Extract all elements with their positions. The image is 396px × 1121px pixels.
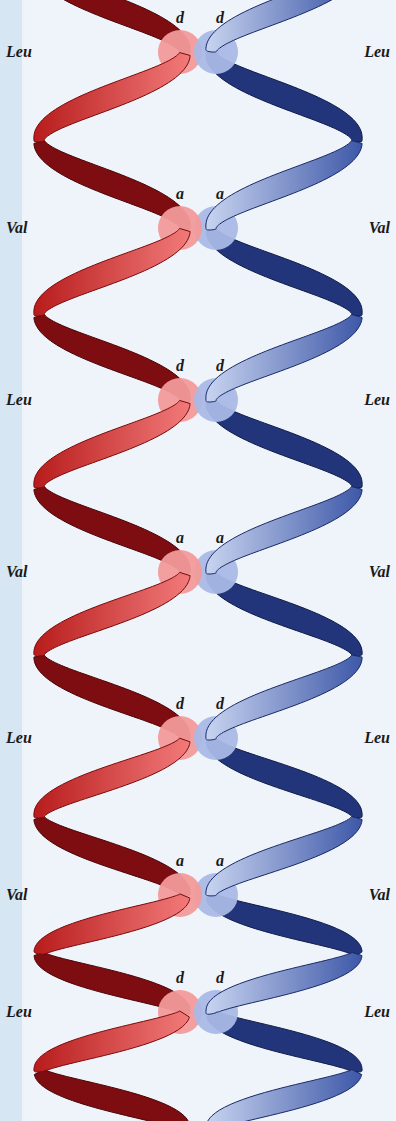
blue-helix-front	[206, 655, 362, 740]
heptad-position: a	[216, 530, 224, 546]
residue-label: Val	[6, 887, 27, 903]
heptad-position: d	[216, 10, 224, 26]
residue-label: Leu	[6, 1004, 32, 1020]
residue-label: Val	[369, 564, 390, 580]
blue-helix-front	[206, 1069, 362, 1121]
red-helix-front	[34, 572, 190, 656]
heptad-position: a	[216, 853, 224, 869]
blue-helix-front	[206, 486, 362, 574]
residue-label: Leu	[364, 392, 390, 408]
red-helix-front	[34, 400, 190, 488]
heptad-position: a	[216, 186, 224, 202]
heptad-position: d	[176, 696, 184, 712]
heptad-position: d	[216, 970, 224, 986]
red-helix-back	[34, 1069, 190, 1121]
residue-label: Leu	[6, 730, 32, 746]
heptad-position: d	[216, 358, 224, 374]
residue-label: Leu	[364, 730, 390, 746]
red-helix-front	[34, 53, 190, 1121]
red-helix-front	[34, 738, 190, 818]
heptad-position: a	[176, 186, 184, 202]
residue-label: Val	[369, 220, 390, 236]
background-strip	[0, 0, 22, 1121]
residue-label: Leu	[364, 44, 390, 60]
red-helix-front	[34, 53, 190, 142]
red-helix-front	[34, 228, 190, 316]
heptad-position: d	[176, 970, 184, 986]
residue-label: Val	[6, 564, 27, 580]
red-helix-front	[34, 894, 190, 954]
heptad-position: d	[176, 10, 184, 26]
blue-helix-front	[206, 0, 362, 1121]
residue-label: Leu	[6, 392, 32, 408]
blue-helix-front	[206, 141, 362, 230]
heptad-position: a	[176, 530, 184, 546]
residue-label: Val	[369, 887, 390, 903]
heptad-position: d	[176, 358, 184, 374]
residue-label: Leu	[6, 44, 32, 60]
heptad-position: a	[176, 853, 184, 869]
blue-helix-front	[206, 314, 362, 402]
residue-label: Val	[6, 220, 27, 236]
blue-helix-front	[206, 816, 362, 895]
blue-helix-front	[206, 952, 362, 1014]
blue-helix-front	[206, 0, 350, 52]
heptad-position: d	[216, 696, 224, 712]
red-helix-front	[34, 1011, 190, 1072]
residue-label: Leu	[364, 1004, 390, 1020]
